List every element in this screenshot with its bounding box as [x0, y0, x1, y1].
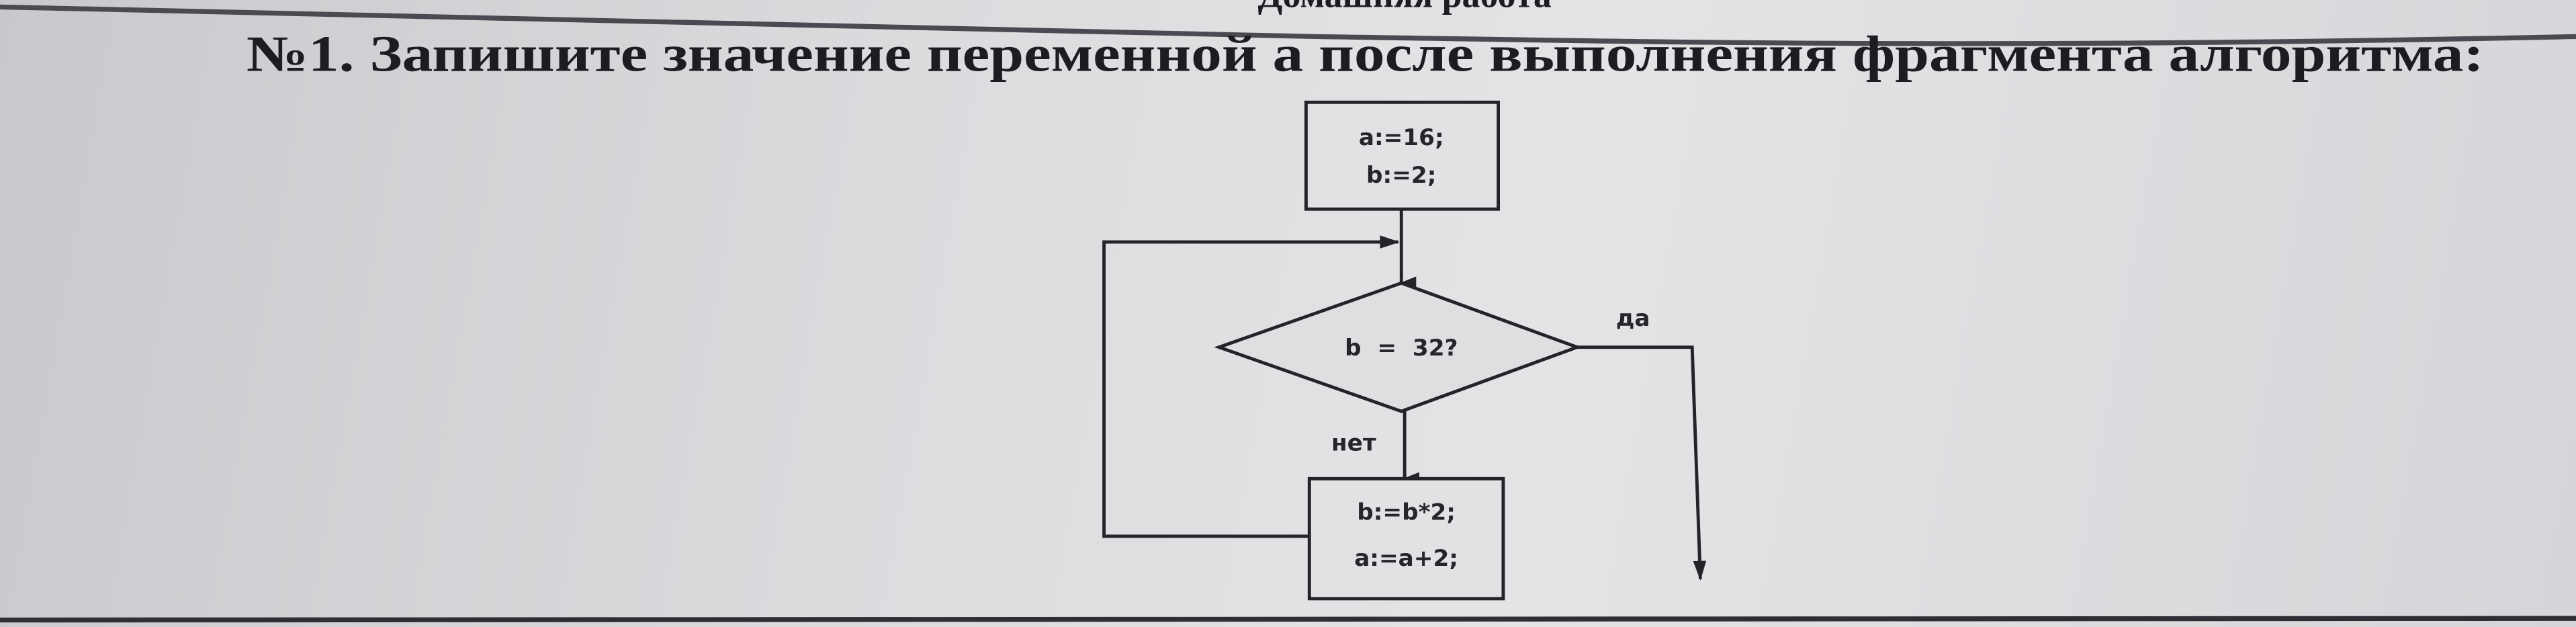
bottom-divider: [0, 616, 2576, 623]
loop-line-2: a:=a+2;: [1354, 545, 1458, 572]
yes-branch-arrow: [1576, 345, 1707, 581]
no-label: нет: [1331, 430, 1376, 457]
flowchart: [1102, 100, 1707, 601]
loop-line-1: b:=b*2;: [1357, 499, 1456, 526]
condition-text: b = 32?: [1345, 335, 1458, 362]
init-block: [1304, 100, 1501, 211]
header-partial: Домашняя работа: [1257, 0, 1551, 15]
task-title: №1. Запишите значение переменной а после…: [247, 26, 2484, 83]
header-divider: [0, 4, 2576, 46]
yes-label: да: [1616, 305, 1650, 332]
condition-block: [1214, 281, 1583, 413]
loop-block: [1307, 476, 1505, 601]
loop-back-arrow: [1102, 235, 1400, 538]
init-line-2: b:=2;: [1366, 162, 1436, 189]
init-line-1: a:=16;: [1359, 124, 1444, 151]
